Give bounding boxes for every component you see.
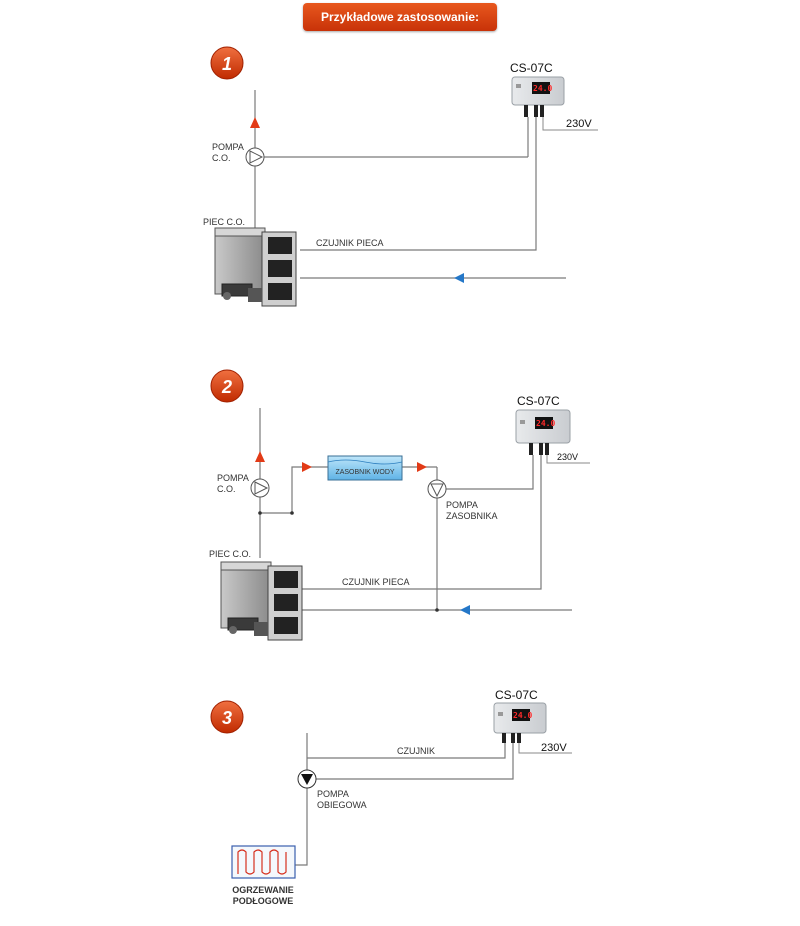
hot-arrow-icon: [417, 462, 427, 472]
controller-model: CS-07C: [510, 61, 553, 75]
tank-pump-label-line1: POMPA: [446, 500, 478, 510]
pump-label-line1: POMPA: [317, 789, 349, 799]
controller-model: CS-07C: [495, 688, 538, 702]
diagram-1: 1 POMPA C.O. PIEC C.O. CZUJNIK PIECA: [203, 46, 598, 307]
sensor-label: CZUJNIK PIECA: [342, 577, 410, 587]
sensor-label: CZUJNIK PIECA: [316, 238, 384, 248]
boiler-icon: [214, 227, 297, 307]
number-2: 2: [221, 377, 232, 397]
floor-label-line1: OGRZEWANIE: [232, 885, 294, 895]
number-3: 3: [222, 708, 232, 728]
pump-icon: [245, 147, 265, 167]
floor-label-line2: PODŁOGOWE: [233, 896, 294, 906]
controller-display: 24.0: [513, 711, 532, 720]
pump-label-line2: C.O.: [217, 484, 236, 494]
boiler-icon: [220, 561, 303, 641]
tank-pump-label-line2: ZASOBNIKA: [446, 511, 498, 521]
circulation-pump-icon: [297, 769, 317, 789]
controller-model: CS-07C: [517, 394, 560, 408]
diagram-2: 2 POMPA C.O. ZASOBNIK WODY: [209, 369, 590, 641]
number-badge-3: 3: [210, 700, 244, 734]
boiler-label: PIEC C.O.: [203, 217, 245, 227]
boiler-label: PIEC C.O.: [209, 549, 251, 559]
controller-display: 24.0: [536, 419, 555, 428]
number-1: 1: [222, 54, 232, 74]
pump-label-line2: OBIEGOWA: [317, 800, 367, 810]
hot-arrow-icon: [302, 462, 312, 472]
floor-heating-icon: [231, 845, 296, 879]
tank-label: ZASOBNIK WODY: [335, 469, 394, 476]
pump-label-line2: C.O.: [212, 153, 231, 163]
power-label: 230V: [541, 742, 567, 754]
cold-arrow-icon: [460, 605, 470, 615]
pump-label-line1: POMPA: [212, 142, 244, 152]
diagram-3: 3 POMPA OBIEGOWA CZUJNIK OGRZEWANIE PODŁ…: [210, 688, 572, 906]
header-title: Przykładowe zastosowanie:: [303, 3, 497, 31]
tank-pump-icon: [427, 479, 447, 499]
pump-icon: [250, 478, 270, 498]
controller-cs07c: CS-07C 24.0: [515, 394, 571, 455]
cold-arrow-icon: [454, 273, 464, 283]
water-tank-icon: [327, 455, 403, 481]
controller-display: 24.0: [533, 84, 552, 93]
power-label: 230V: [566, 118, 592, 130]
controller-cs07c: CS-07C 24.0: [493, 688, 547, 743]
sensor-label: CZUJNIK: [397, 746, 435, 756]
number-badge-2: 2: [210, 369, 244, 403]
power-label: 230V: [557, 452, 578, 462]
hot-arrow-icon: [250, 117, 260, 128]
number-badge-1: 1: [210, 46, 244, 80]
controller-cs07c: CS-07C 24.0: [510, 61, 565, 117]
hot-arrow-icon: [255, 451, 265, 462]
pump-label-line1: POMPA: [217, 473, 249, 483]
